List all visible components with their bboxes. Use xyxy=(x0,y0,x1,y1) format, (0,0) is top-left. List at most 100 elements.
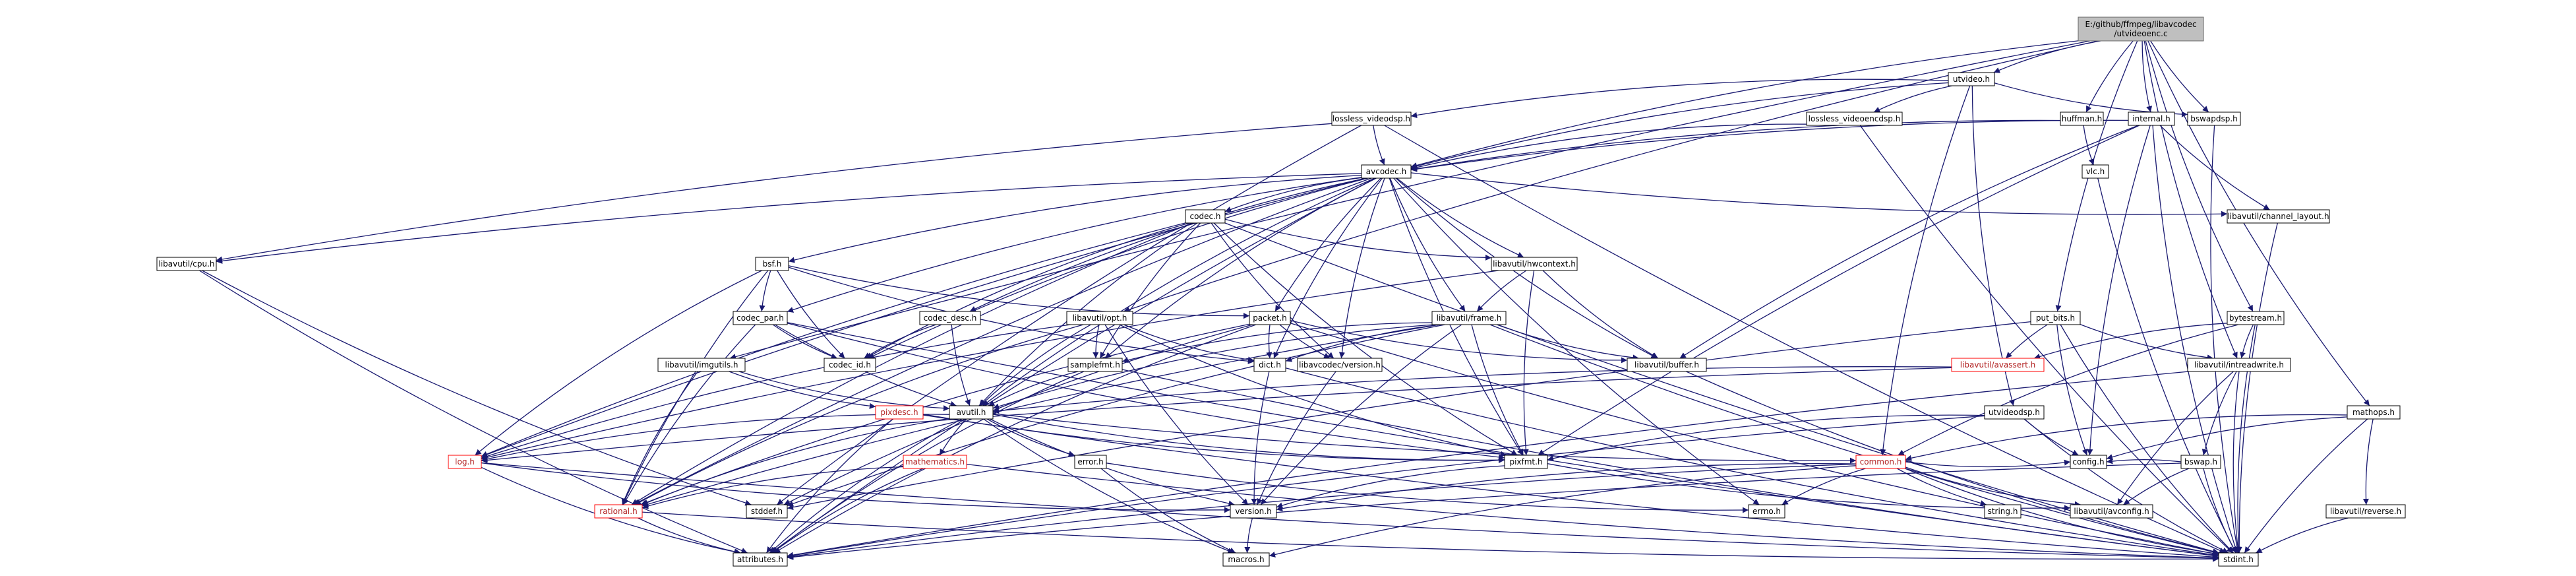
edge-avcodec-to-channel_layout xyxy=(1410,172,2228,217)
node-label: version.h xyxy=(1235,507,1271,516)
node-label: libavutil/imgutils.h xyxy=(665,360,738,369)
node-mathops[interactable]: mathops.h xyxy=(2347,405,2401,420)
edge-root-to-mathops xyxy=(2147,40,2370,406)
node-avconfig[interactable]: libavutil/avconfig.h xyxy=(2070,504,2153,519)
node-packet[interactable]: packet.h xyxy=(1249,311,1291,325)
node-dict[interactable]: dict.h xyxy=(1253,358,1286,372)
node-avcodec[interactable]: avcodec.h xyxy=(1361,164,1412,179)
node-intreadwrite[interactable]: libavutil/intreadwrite.h xyxy=(2187,358,2291,372)
node-errno[interactable]: errno.h xyxy=(1748,504,1785,519)
node-codec[interactable]: codec.h xyxy=(1185,209,1226,224)
node-lossless_videoencdsp[interactable]: lossless_videoencdsp.h xyxy=(1806,112,1903,126)
node-frame[interactable]: libavutil/frame.h xyxy=(1431,311,1507,325)
node-box xyxy=(1297,358,1383,372)
edge-internal-to-buffer xyxy=(1679,125,2139,359)
edge-codec-to-log xyxy=(481,222,1186,457)
node-box xyxy=(903,455,967,469)
node-stddef[interactable]: stddef.h xyxy=(746,504,788,519)
node-box xyxy=(755,257,789,271)
node-pixdesc[interactable]: pixdesc.h xyxy=(875,405,924,420)
node-label: error.h xyxy=(1077,457,1103,466)
edge-mathops-to-reverse xyxy=(2362,418,2374,505)
edge-lossless_videoencdsp-to-stdint xyxy=(1859,125,2233,554)
node-label: bswap.h xyxy=(2184,457,2217,466)
node-channel_layout[interactable]: libavutil/channel_layout.h xyxy=(2227,209,2330,224)
node-log[interactable]: log.h xyxy=(448,455,482,469)
node-label: lossless_videodsp.h xyxy=(1333,114,1410,123)
node-stdint[interactable]: stdint.h xyxy=(2218,552,2259,567)
edge-frame-to-version xyxy=(1260,324,1462,505)
node-codec_par[interactable]: codec_par.h xyxy=(733,311,788,325)
node-avassert[interactable]: libavutil/avassert.h xyxy=(1951,358,2045,372)
node-avutil[interactable]: avutil.h xyxy=(949,405,994,420)
node-label: libavutil/cpu.h xyxy=(158,259,214,269)
edge-codec-to-codec_id xyxy=(865,222,1190,359)
edge-internal-to-channel_layout xyxy=(2159,125,2270,210)
edge-codec-to-lavc_version xyxy=(1211,222,1334,359)
node-error[interactable]: error.h xyxy=(1074,455,1107,469)
node-bswapdsp[interactable]: bswapdsp.h xyxy=(2187,112,2241,126)
edge-imgutils-to-avutil xyxy=(738,371,950,412)
node-label: libavutil/opt.h xyxy=(1073,313,1127,323)
node-box xyxy=(1067,358,1123,372)
node-bsf[interactable]: bsf.h xyxy=(755,257,789,271)
node-mathematics[interactable]: mathematics.h xyxy=(903,455,967,469)
node-reverse[interactable]: libavutil/reverse.h xyxy=(2325,504,2406,519)
node-label: common.h xyxy=(1860,457,1902,466)
node-vlc[interactable]: vlc.h xyxy=(2082,164,2109,179)
node-cpu[interactable]: libavutil/cpu.h xyxy=(156,257,217,271)
edge-rational-to-stdint xyxy=(642,511,2219,562)
edge-opt-to-samplefmt xyxy=(1093,324,1100,359)
edge-lossless_videodsp-to-stddef xyxy=(777,125,1362,505)
node-bswap[interactable]: bswap.h xyxy=(2180,455,2221,469)
node-version[interactable]: version.h xyxy=(1230,504,1277,519)
edge-log-to-version xyxy=(481,462,1231,513)
node-samplefmt[interactable]: samplefmt.h xyxy=(1067,358,1123,372)
node-opt[interactable]: libavutil/opt.h xyxy=(1066,311,1133,325)
node-box xyxy=(746,504,788,519)
node-box xyxy=(1806,112,1903,126)
node-box xyxy=(1222,552,1270,567)
node-box xyxy=(1074,455,1107,469)
node-rational[interactable]: rational.h xyxy=(594,504,643,519)
node-imgutils[interactable]: libavutil/imgutils.h xyxy=(657,358,746,372)
edge-pixfmt-to-avconfig xyxy=(1547,463,2071,511)
node-internal[interactable]: internal.h xyxy=(2128,112,2175,126)
node-put_bits[interactable]: put_bits.h xyxy=(2030,311,2081,325)
node-box xyxy=(1185,209,1226,224)
edge-frame-to-buffer xyxy=(1497,324,1639,361)
edge-codec-to-hwcontext xyxy=(1224,218,1492,261)
edge-mathematics-to-rational xyxy=(642,466,904,509)
node-bytestream[interactable]: bytestream.h xyxy=(2227,311,2285,325)
node-root[interactable]: E:/github/ffmpeg/libavcodec/utvideoenc.c xyxy=(2078,16,2204,42)
node-lavc_version[interactable]: libavcodec/version.h xyxy=(1297,358,1383,372)
edge-codec-to-rational xyxy=(631,222,1193,505)
edge-frame-to-pixfmt xyxy=(1471,324,1524,456)
node-common[interactable]: common.h xyxy=(1855,455,1906,469)
node-utvideo[interactable]: utvideo.h xyxy=(1948,72,1995,86)
node-label: packet.h xyxy=(1253,313,1287,323)
node-config[interactable]: config.h xyxy=(2070,455,2107,469)
edge-common-to-attributes xyxy=(787,463,1857,560)
edge-avcodec-to-dict xyxy=(1273,177,1383,359)
node-label: internal.h xyxy=(2132,114,2170,123)
node-box xyxy=(1627,358,1707,372)
node-codec_desc[interactable]: codec_desc.h xyxy=(919,311,981,325)
edge-common-to-version xyxy=(1276,463,1857,512)
node-buffer[interactable]: libavutil/buffer.h xyxy=(1627,358,1707,372)
node-huffman[interactable]: huffman.h xyxy=(2060,112,2104,126)
node-attributes[interactable]: attributes.h xyxy=(733,552,788,567)
node-pixfmt[interactable]: pixfmt.h xyxy=(1504,455,1548,469)
edge-avcodec-to-lavc_version xyxy=(1338,177,1385,359)
edge-error-to-errno xyxy=(1106,463,1749,513)
node-string[interactable]: string.h xyxy=(1984,504,2022,519)
node-label: stdint.h xyxy=(2223,555,2254,564)
node-hwcontext[interactable]: libavutil/hwcontext.h xyxy=(1491,257,1578,271)
node-macros[interactable]: macros.h xyxy=(1222,552,1270,567)
node-lossless_videodsp[interactable]: lossless_videodsp.h xyxy=(1331,112,1412,126)
node-box xyxy=(2128,112,2175,126)
node-box xyxy=(733,552,788,567)
node-codec_id[interactable]: codec_id.h xyxy=(824,358,876,372)
node-utvideodsp[interactable]: utvideodsp.h xyxy=(1984,405,2045,420)
node-box xyxy=(2070,504,2153,519)
